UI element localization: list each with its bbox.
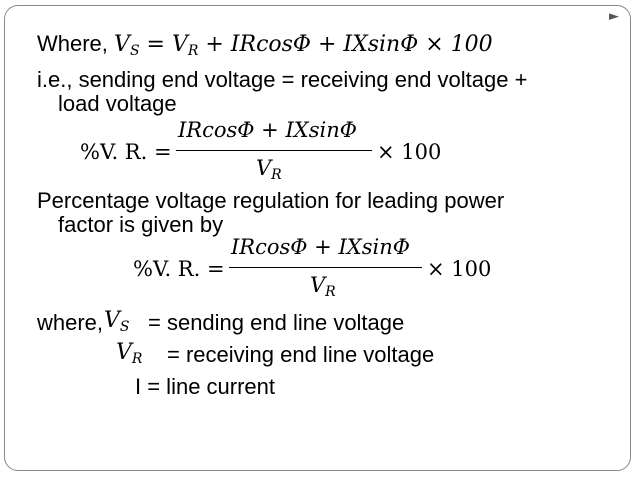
regulation-formula-1: %V. R. = IRcosΦ + IXsinΦ VR × 100 (80, 118, 460, 188)
where-definitions-label: where, (37, 310, 104, 335)
formula-rhs: × 100 (377, 140, 442, 164)
fraction-bar (229, 267, 422, 268)
where-label: Where, (37, 31, 108, 56)
where-equation-line: Where, VS = VR + IRcosΦ + IXsinΦ × 100 (37, 31, 493, 58)
leading-pf-line-2: factor is given by (58, 212, 224, 237)
regulation-formula-2: %V. R. = IRcosΦ + IXsinΦ VR × 100 (133, 235, 513, 305)
formula-rhs: × 100 (427, 257, 492, 281)
vs-definition: = sending end line voltage (148, 310, 405, 335)
i-definition: I = line current (135, 374, 276, 399)
vs-equation: VS = VR + IRcosΦ + IXsinΦ × 100 (114, 32, 493, 59)
vr-symbol: VR (116, 340, 143, 367)
explanation-line-1: i.e., sending end voltage = receiving en… (37, 67, 528, 92)
slide-frame (4, 5, 631, 471)
formula-numerator: IRcosΦ + IXsinΦ (231, 235, 410, 259)
vr-definition: = receiving end line voltage (167, 342, 435, 367)
formula-numerator: IRcosΦ + IXsinΦ (178, 118, 357, 142)
explanation-line-2: load voltage (58, 91, 177, 116)
fraction-bar (176, 150, 372, 151)
formula-lhs: %V. R. = (133, 257, 225, 281)
leading-pf-line-1: Percentage voltage regulation for leadin… (37, 188, 505, 213)
formula-denominator: VR (256, 156, 282, 183)
vs-symbol: VS (104, 308, 130, 335)
formula-lhs: %V. R. = (80, 140, 172, 164)
play-arrow-icon[interactable]: ► (609, 9, 619, 24)
formula-denominator: VR (310, 273, 336, 300)
